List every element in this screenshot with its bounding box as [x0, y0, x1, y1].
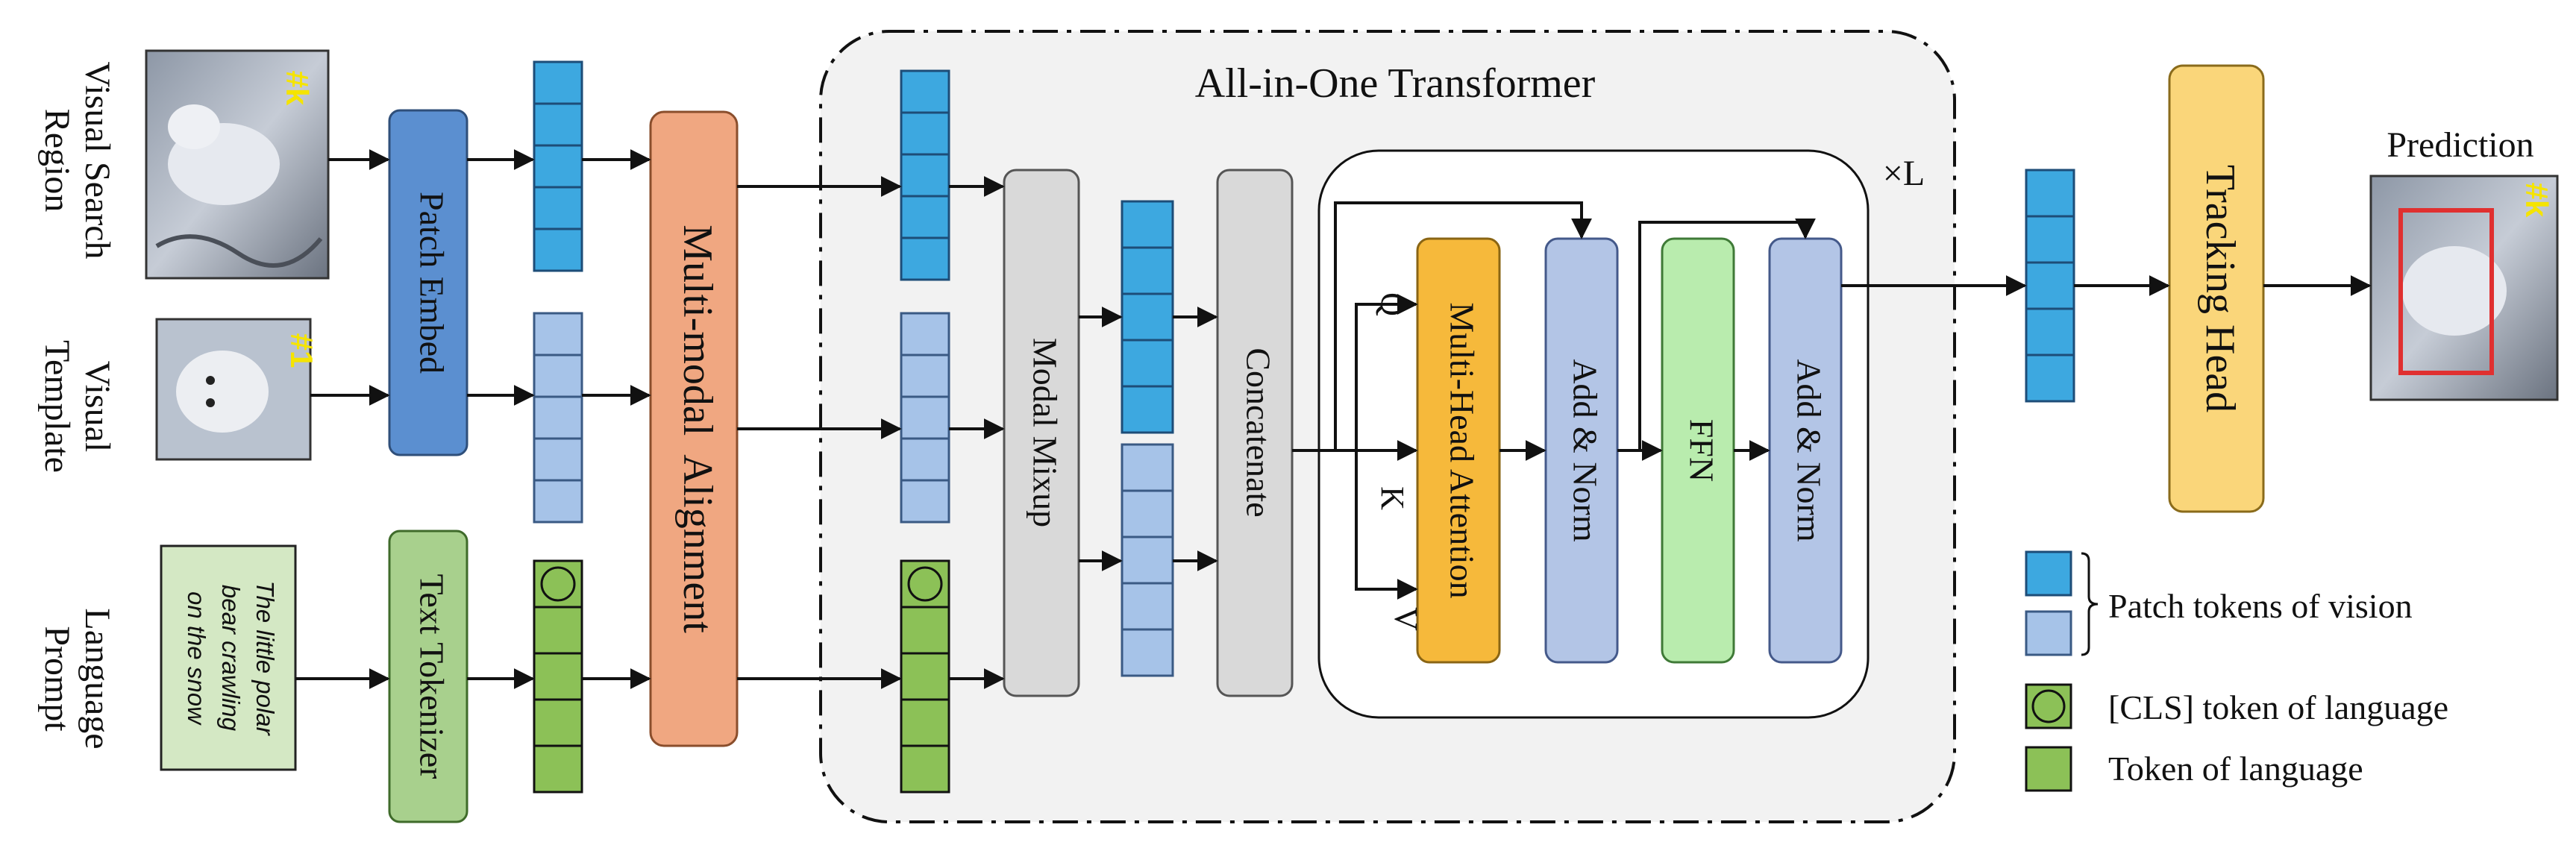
- text-tokenizer-block: Text Tokenizer: [388, 530, 468, 823]
- legend-bracket: [2081, 552, 2099, 656]
- template-tokens-2: [900, 312, 950, 524]
- prediction-image: #k: [2369, 175, 2559, 401]
- legend-cls-label: [CLS] token of language: [2108, 688, 2448, 726]
- language-tokens-1: [533, 559, 583, 794]
- patch-embed-label: Patch Embed: [413, 192, 451, 374]
- search-tokens-1: [533, 60, 583, 272]
- language-prompt-box: The little polar bear crawling on the sn…: [160, 544, 297, 771]
- svg-text:Template: Template: [37, 340, 77, 473]
- concatenate-block: Concatenate: [1216, 169, 1294, 697]
- text-tokenizer-label: Text Tokenizer: [413, 574, 451, 779]
- ffn-block: FFN: [1661, 237, 1735, 664]
- multi-head-attention-block: Multi-Head Attention: [1416, 237, 1501, 664]
- svg-text:Region: Region: [37, 109, 77, 213]
- ffn-label: FFN: [1682, 419, 1720, 482]
- multi-modal-alignment-block: Multi-modal Alignment: [649, 110, 739, 747]
- layer-repeat-label: ×L: [1883, 154, 1925, 193]
- alignment-label: Multi-modal Alignment: [674, 224, 721, 633]
- connectors: [295, 149, 2372, 689]
- k-label: K: [1374, 486, 1411, 510]
- legend-patch-tokens-label: Patch tokens of vision: [2108, 587, 2413, 625]
- add-norm-block-1: Add & Norm: [1544, 237, 1619, 664]
- language-prompt-label: Language Prompt: [37, 608, 117, 749]
- prompt-line-2: bear crawling: [217, 585, 245, 732]
- modal-mixup-block: Modal Mixup: [1003, 169, 1080, 697]
- prompt-line-3: on the snow: [183, 591, 210, 726]
- visual-template-tag: #1: [284, 333, 319, 368]
- prompt-line-1: The little polar: [251, 580, 279, 736]
- patch-embed-block: Patch Embed: [388, 109, 468, 456]
- cls-token-1: [540, 566, 576, 602]
- svg-text:Visual Search: Visual Search: [78, 61, 117, 259]
- legend-search-swatch: [2025, 550, 2072, 597]
- modal-mixup-label: Modal Mixup: [1026, 338, 1064, 527]
- visual-template-label: Visual Template: [37, 340, 117, 473]
- cls-token-2: [907, 566, 943, 602]
- legend-template-swatch: [2025, 610, 2072, 656]
- search-tokens-2: [900, 69, 950, 281]
- visual-template-image: #1: [155, 318, 319, 461]
- svg-text:Language: Language: [78, 608, 117, 749]
- template-tokens-1: [533, 312, 583, 524]
- prediction-bounding-box: [2398, 208, 2494, 375]
- legend: Patch tokens of vision [CLS] token of la…: [2025, 550, 2448, 792]
- language-tokens-2: [900, 559, 950, 794]
- v-label: V: [1388, 607, 1424, 631]
- search-region-tag: #k: [280, 71, 315, 106]
- tracking-head-label: Tracking Head: [2197, 165, 2243, 412]
- add-norm-1-label: Add & Norm: [1566, 359, 1604, 542]
- add-norm-block-2: Add & Norm: [1768, 237, 1843, 664]
- search-region-label: Visual Search Region: [37, 61, 117, 259]
- concatenate-label: Concatenate: [1239, 348, 1277, 517]
- legend-lang-swatch: [2025, 746, 2072, 792]
- output-tokens: [2025, 169, 2075, 403]
- mixed-search-tokens: [1121, 200, 1174, 434]
- mixed-template-tokens: [1121, 443, 1174, 677]
- svg-text:Visual: Visual: [78, 361, 117, 452]
- legend-lang-label: Token of language: [2108, 750, 2363, 788]
- transformer-title: All-in-One Transformer: [1195, 60, 1596, 107]
- tracking-head-block: Tracking Head: [2168, 64, 2265, 513]
- search-region-image: #k: [145, 49, 330, 280]
- add-norm-2-label: Add & Norm: [1790, 359, 1828, 542]
- prediction-label: Prediction: [2387, 125, 2533, 165]
- prediction-tag: #k: [2519, 183, 2554, 218]
- mha-label: Multi-Head Attention: [1443, 302, 1481, 598]
- svg-text:Prompt: Prompt: [37, 626, 77, 732]
